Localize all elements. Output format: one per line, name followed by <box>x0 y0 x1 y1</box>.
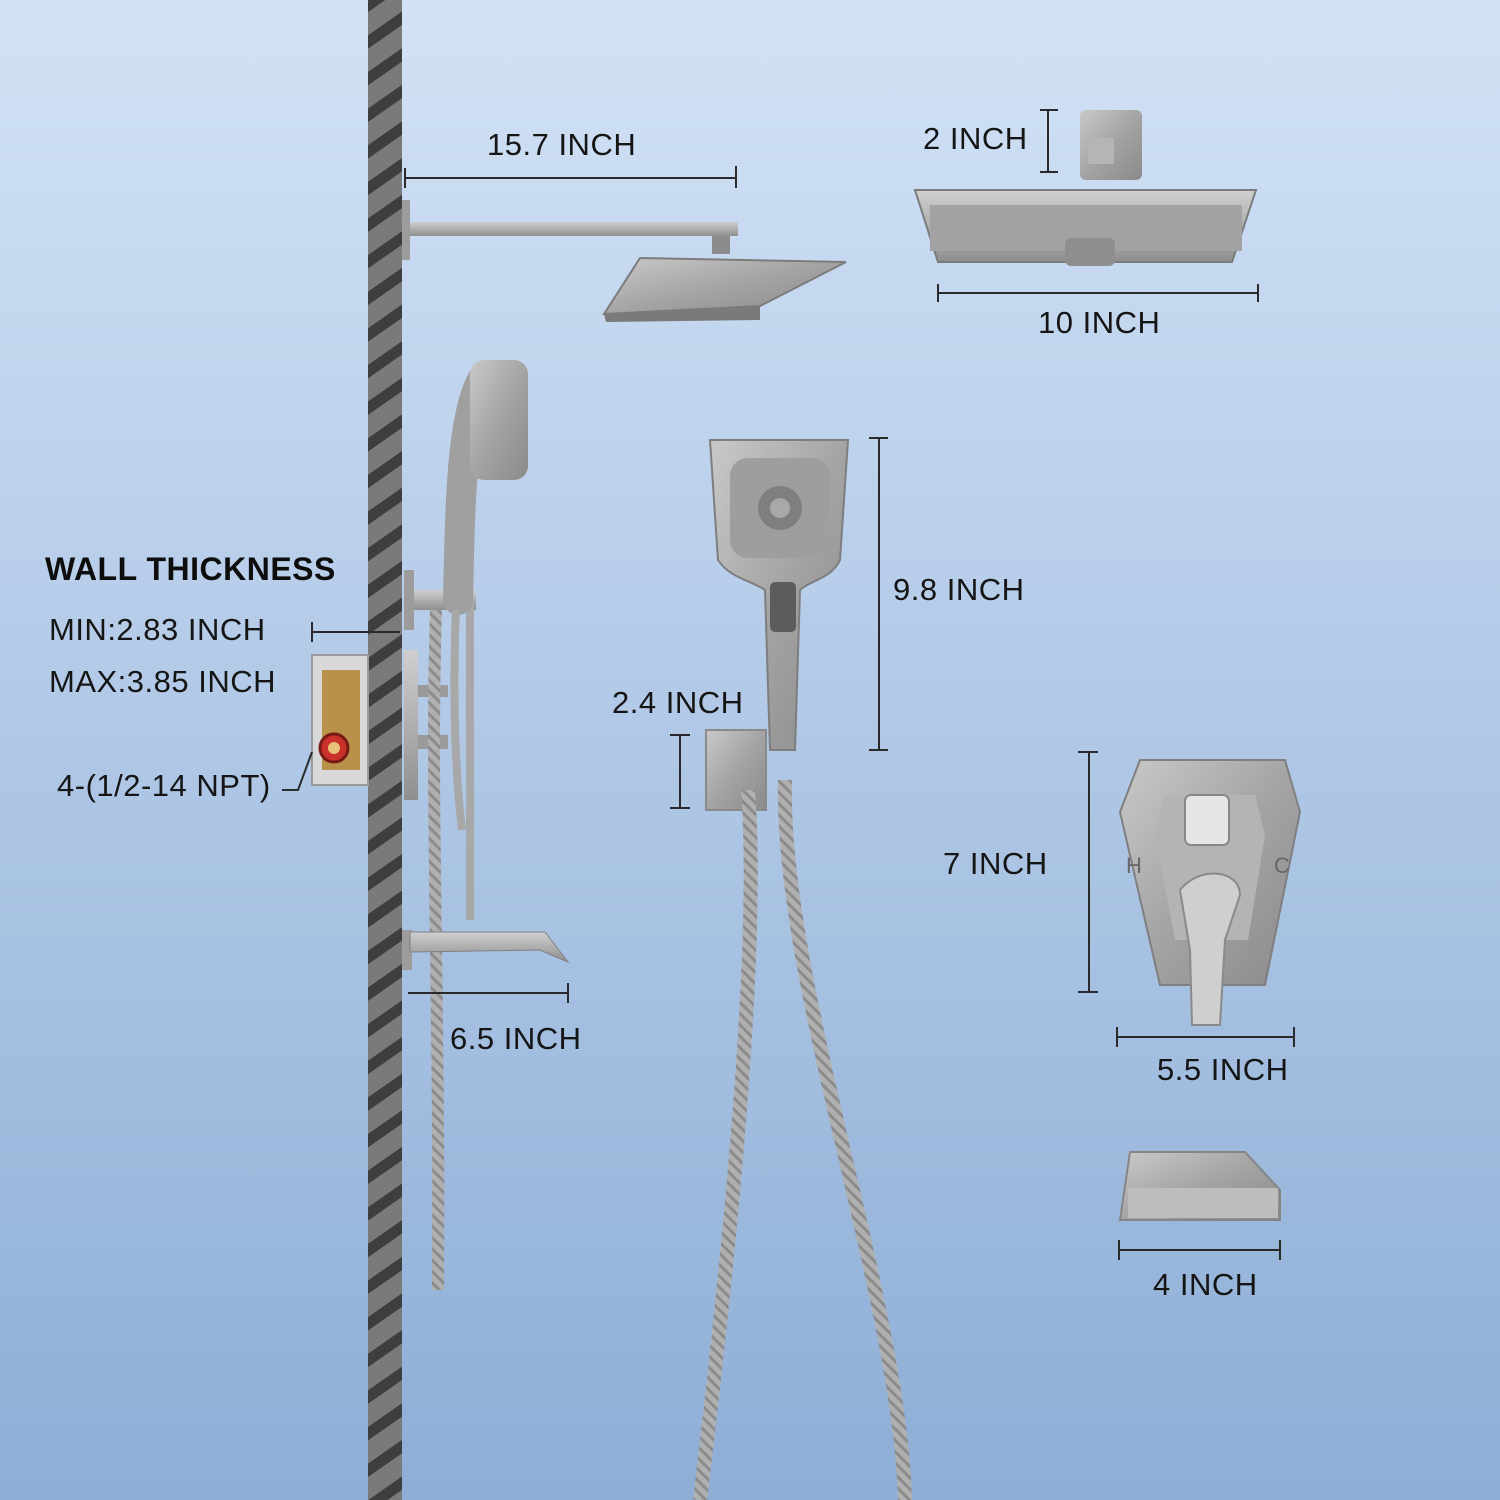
rain-head-front <box>913 110 1258 266</box>
wall-thickness-min: MIN:2.83 INCH <box>49 612 266 647</box>
cold-mark: C <box>1274 853 1291 878</box>
tub-spout-front <box>1118 1151 1281 1221</box>
spout-width-dimension: 4 INCH <box>1153 1267 1258 1302</box>
spout-projection-dimension: 6.5 INCH <box>450 1021 582 1056</box>
rough-in-valve <box>311 654 369 786</box>
rain-head-side <box>602 256 847 322</box>
handheld-front <box>693 439 912 1500</box>
holder-height-dimension: 2.4 INCH <box>612 685 744 720</box>
dimension-lines <box>282 109 1295 1260</box>
shower-arm-dimension: 15.7 INCH <box>487 127 637 162</box>
head-height-dimension: 2 INCH <box>923 121 1028 156</box>
trim-width-dimension: 5.5 INCH <box>1157 1052 1289 1087</box>
tub-spout-side <box>402 930 570 970</box>
wall-cross-section <box>368 0 402 1500</box>
handheld-length-dimension: 9.8 INCH <box>893 572 1025 607</box>
hot-mark: H <box>1126 853 1143 878</box>
wall-thickness-title: WALL THICKNESS <box>45 551 336 587</box>
npt-connection-label: 4-(1/2-14 NPT) <box>57 768 271 803</box>
slide-bar-side <box>404 360 528 1291</box>
head-width-dimension: 10 INCH <box>1038 305 1161 340</box>
trim-height-dimension: 7 INCH <box>943 846 1048 881</box>
wall-thickness-max: MAX:3.85 INCH <box>49 664 277 699</box>
valve-trim-front <box>1118 759 1302 1026</box>
shower-arm <box>402 200 738 260</box>
